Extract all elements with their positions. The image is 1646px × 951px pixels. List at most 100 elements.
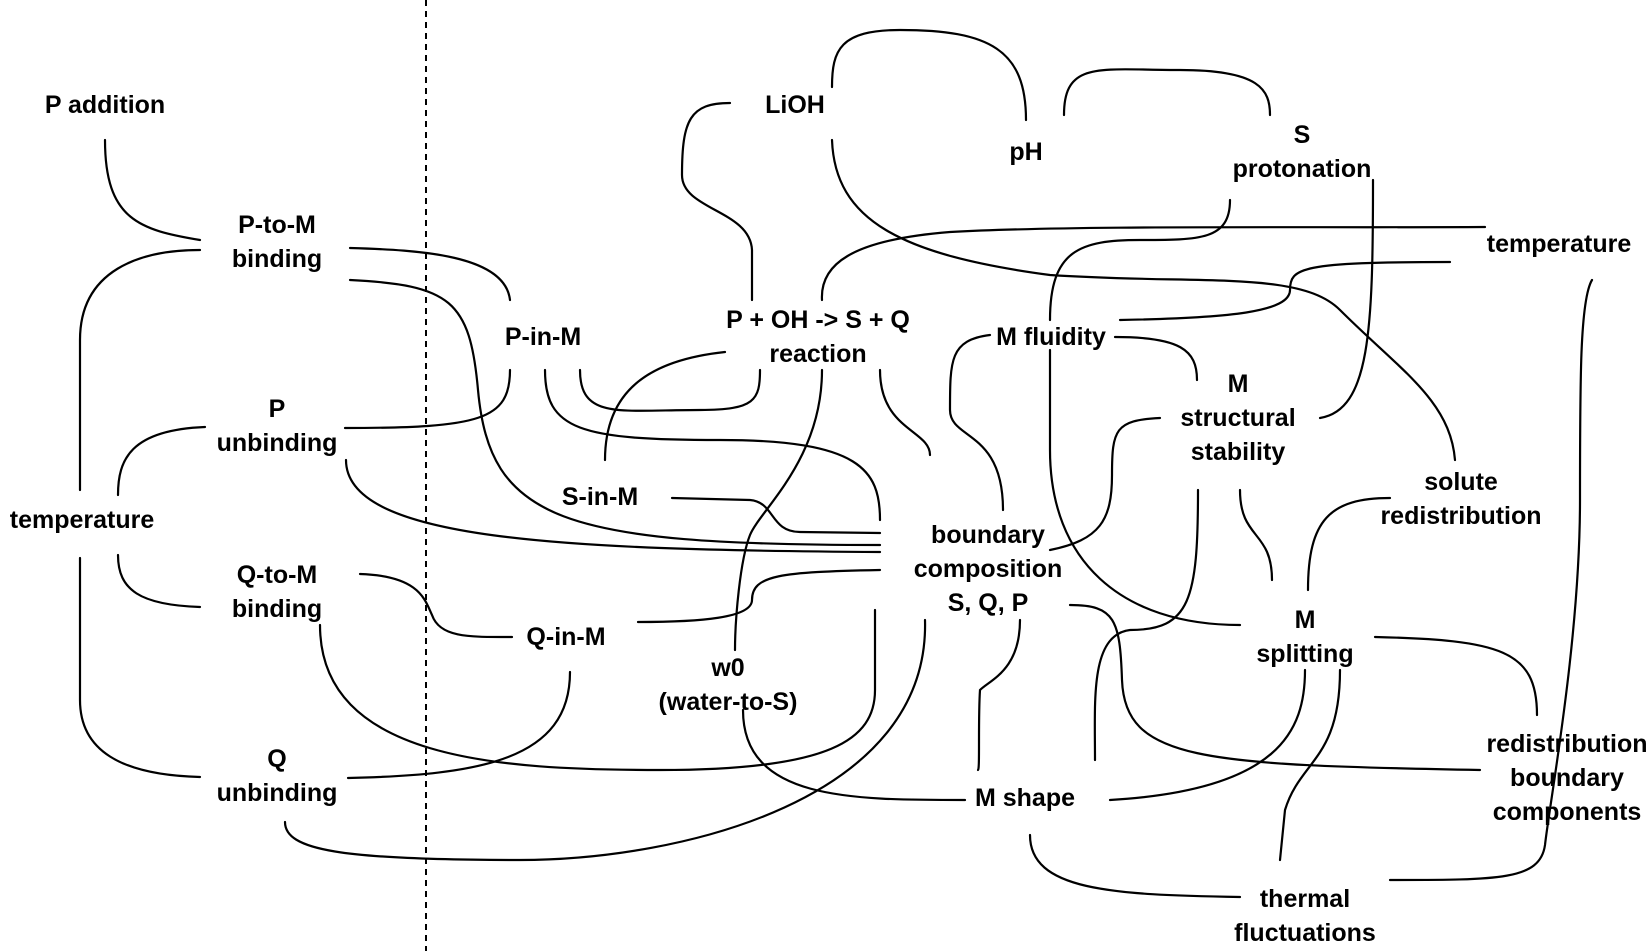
edge-p-in-m-to-boundary (543, 368, 882, 522)
edge-q-unbinding-to-boundary (283, 618, 927, 862)
node-label-line: thermal (1260, 885, 1350, 913)
edge-temperature-to-q-unbinding (78, 556, 202, 779)
node-label-line: structural (1180, 404, 1295, 432)
edge-m-fluidity-to-boundary (948, 333, 1005, 512)
node-label-line: M fluidity (996, 323, 1106, 351)
node-ph: pH (1009, 138, 1042, 166)
node-label-line: solute (1424, 468, 1498, 496)
node-label-line: boundary (1510, 764, 1624, 792)
node-p-to-m-binding: P-to-M binding (232, 211, 322, 273)
node-q-in-m: Q-in-M (526, 623, 605, 651)
node-label-line: composition (914, 555, 1063, 583)
node-temperature-left: temperature (10, 506, 155, 534)
node-label-line: pH (1009, 138, 1042, 166)
node-m-shape: M shape (975, 784, 1075, 812)
node-label-line: temperature (10, 506, 155, 534)
edge-reaction-to-boundary (878, 368, 932, 457)
edge-lioh-to-reaction (680, 101, 754, 302)
edge-p-in-m-to-p-unbinding (343, 368, 512, 430)
node-p-addition: P addition (45, 91, 165, 119)
edge-temperature-to-p-unbinding (116, 425, 207, 497)
node-label-line: stability (1191, 438, 1286, 466)
edge-m-splitting-to-thermal-fluctuations (1278, 668, 1342, 862)
edge-m-shape-to-thermal-fluctuations (1028, 833, 1242, 899)
edge-m-splitting-to-m-shape (1108, 668, 1307, 802)
edge-temperature-right-to-thermal-fluctuations (1388, 278, 1594, 882)
edge-q-in-m-to-boundary (636, 568, 882, 624)
edge-temperature-right-to-reaction (820, 225, 1487, 302)
node-m-fluidity: M fluidity (996, 323, 1106, 351)
edge-s-in-m-to-reaction (603, 350, 727, 462)
edge-q-to-m-binding-to-boundary (318, 608, 877, 772)
node-label-line: M (1295, 606, 1316, 634)
node-label-line: redistribution (1486, 730, 1646, 758)
node-label-line: (water-to-S) (659, 688, 798, 716)
edge-s-protonation-to-m-structural-stability (1318, 178, 1375, 420)
node-label-line: P (269, 395, 286, 423)
node-label-line: binding (232, 595, 322, 623)
node-solute-redistribution: solute redistribution (1380, 468, 1541, 530)
node-label-line: protonation (1233, 155, 1372, 183)
node-label-line: w0 (710, 654, 744, 682)
edge-p-to-m-binding-to-boundary (348, 278, 882, 547)
node-redistribution-boundary-components: redistribution boundary components (1486, 730, 1646, 826)
node-label-line: unbinding (217, 429, 338, 457)
edge-m-fluidity-to-m-structural-stability (1113, 335, 1199, 382)
edge-lioh-to-solute-redistribution (830, 138, 1457, 462)
edge-boundary-to-m-structural-stability (1048, 416, 1162, 552)
edge-m-structural-stability-to-m-shape (1093, 488, 1200, 762)
node-label-line: boundary (931, 521, 1045, 549)
node-label-line: S, Q, P (948, 589, 1029, 617)
node-label-line: splitting (1256, 640, 1353, 668)
node-s-in-m: S-in-M (562, 483, 638, 511)
edge-m-fluidity-to-m-splitting (1048, 348, 1242, 627)
node-label-line: redistribution (1380, 502, 1541, 530)
edge-solute-redistribution-to-m-splitting (1306, 496, 1392, 592)
edge-s-protonation-to-m-fluidity (1048, 198, 1232, 322)
edge-boundary-to-redistribution (1068, 603, 1482, 772)
node-label-line: M (1228, 370, 1249, 398)
node-p-in-m: P-in-M (505, 323, 581, 351)
edge-ph-to-s-protonation (1062, 68, 1272, 117)
node-thermal-fluctuations: thermal fluctuations (1234, 885, 1376, 947)
edge-p-in-m-to-reaction (578, 368, 762, 412)
node-label-line: binding (232, 245, 322, 273)
node-label-line: S (1294, 121, 1311, 149)
node-label-line: P addition (45, 91, 165, 119)
node-label-line: temperature (1487, 230, 1632, 258)
node-label-line: fluctuations (1234, 919, 1376, 947)
edge-q-in-m-to-q-unbinding (346, 670, 572, 780)
node-boundary-composition: boundary composition S, Q, P (914, 521, 1063, 617)
node-label-line: reaction (769, 340, 866, 368)
node-label-line: P-in-M (505, 323, 581, 351)
node-label-line: P-to-M (238, 211, 316, 239)
node-temperature-right: temperature (1487, 230, 1632, 258)
node-label-line: M shape (975, 784, 1075, 812)
edge-p-to-m-binding-to-p-in-m (348, 246, 512, 302)
edge-temperature-right-to-m-fluidity (1118, 260, 1452, 322)
edge-w0-to-m-shape (741, 708, 967, 802)
edge-s-in-m-to-boundary (670, 496, 882, 535)
edge-temperature-to-q-to-m-binding (116, 553, 202, 609)
edge-m-structural-stability-to-m-splitting (1238, 488, 1274, 582)
node-label-line: unbinding (217, 779, 338, 807)
node-label-line: Q-in-M (526, 623, 605, 651)
edge-reaction-to-w0 (733, 368, 824, 652)
node-label-line: Q (267, 745, 286, 773)
edge-q-to-m-binding-to-q-in-m (358, 572, 514, 639)
edge-p-addition-to-p-to-m-binding (103, 138, 202, 242)
edges (78, 28, 1594, 899)
edge-boundary-to-m-shape (976, 618, 1022, 772)
node-label-line: components (1493, 798, 1642, 826)
node-label-line: LiOH (765, 91, 825, 119)
